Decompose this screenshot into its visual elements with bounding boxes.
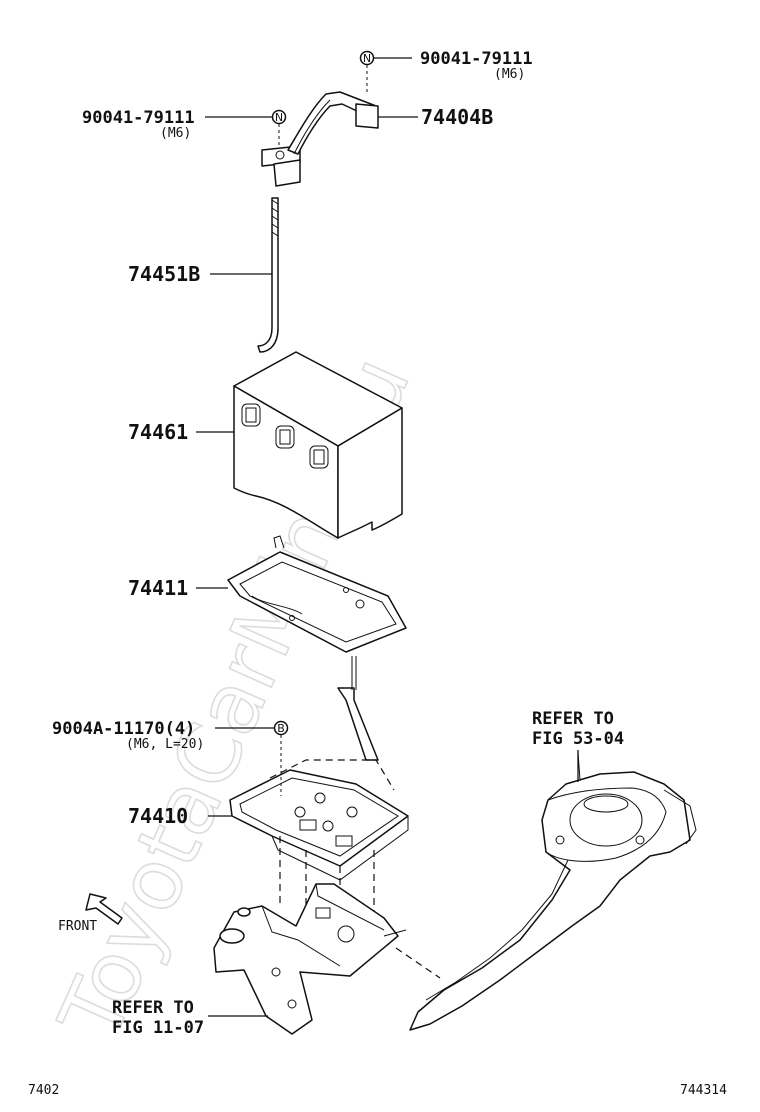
battery-tray[interactable] <box>227 535 407 653</box>
bolt-symbol: B <box>277 722 285 735</box>
part-number-nut-left[interactable]: 90041-79111 <box>82 108 195 128</box>
ref-bottom-line2[interactable]: FIG 11-07 <box>112 1018 204 1038</box>
nut-top[interactable]: N 90041-79111 (M6) <box>359 49 533 92</box>
bolt[interactable]: B 9004A-11170(4) (M6, L=20) <box>52 719 289 796</box>
side-member-rail[interactable] <box>409 751 697 1031</box>
spec-nut-top: (M6) <box>494 67 525 82</box>
part-number-bolt[interactable]: 9004A-11170(4) <box>52 719 195 739</box>
part-number-tray[interactable]: 74411 <box>128 576 188 600</box>
ref-right-line2[interactable]: FIG 53-04 <box>532 729 624 749</box>
spec-nut-left: (M6) <box>160 126 191 141</box>
part-number-nut-top[interactable]: 90041-79111 <box>420 49 533 69</box>
part-number-rod[interactable]: 74451B <box>128 262 200 286</box>
nut-top-symbol: N <box>363 52 371 65</box>
battery-hold-rod[interactable] <box>257 197 279 353</box>
nut-left-symbol: N <box>275 111 283 124</box>
lower-bracket[interactable] <box>213 883 407 1035</box>
front-label: FRONT <box>58 919 97 934</box>
part-number-carrier[interactable]: 74410 <box>128 804 188 828</box>
battery-carrier[interactable] <box>229 656 409 881</box>
footer-left-code: 7402 <box>28 1083 59 1098</box>
ref-bottom-line1[interactable]: REFER TO <box>112 998 194 1018</box>
front-arrow-icon <box>85 893 123 925</box>
footer-right-code: 744314 <box>680 1083 727 1098</box>
spec-bolt: (M6, L=20) <box>126 737 204 752</box>
battery-insulator[interactable] <box>233 351 403 539</box>
battery-clamp-74404b[interactable] <box>261 91 379 187</box>
part-number-insulator[interactable]: 74461 <box>128 420 188 444</box>
ref-right-line1[interactable]: REFER TO <box>532 709 614 729</box>
nut-left[interactable]: N 90041-79111 (M6) <box>82 108 287 146</box>
part-number-clamp[interactable]: 74404B <box>421 105 493 129</box>
